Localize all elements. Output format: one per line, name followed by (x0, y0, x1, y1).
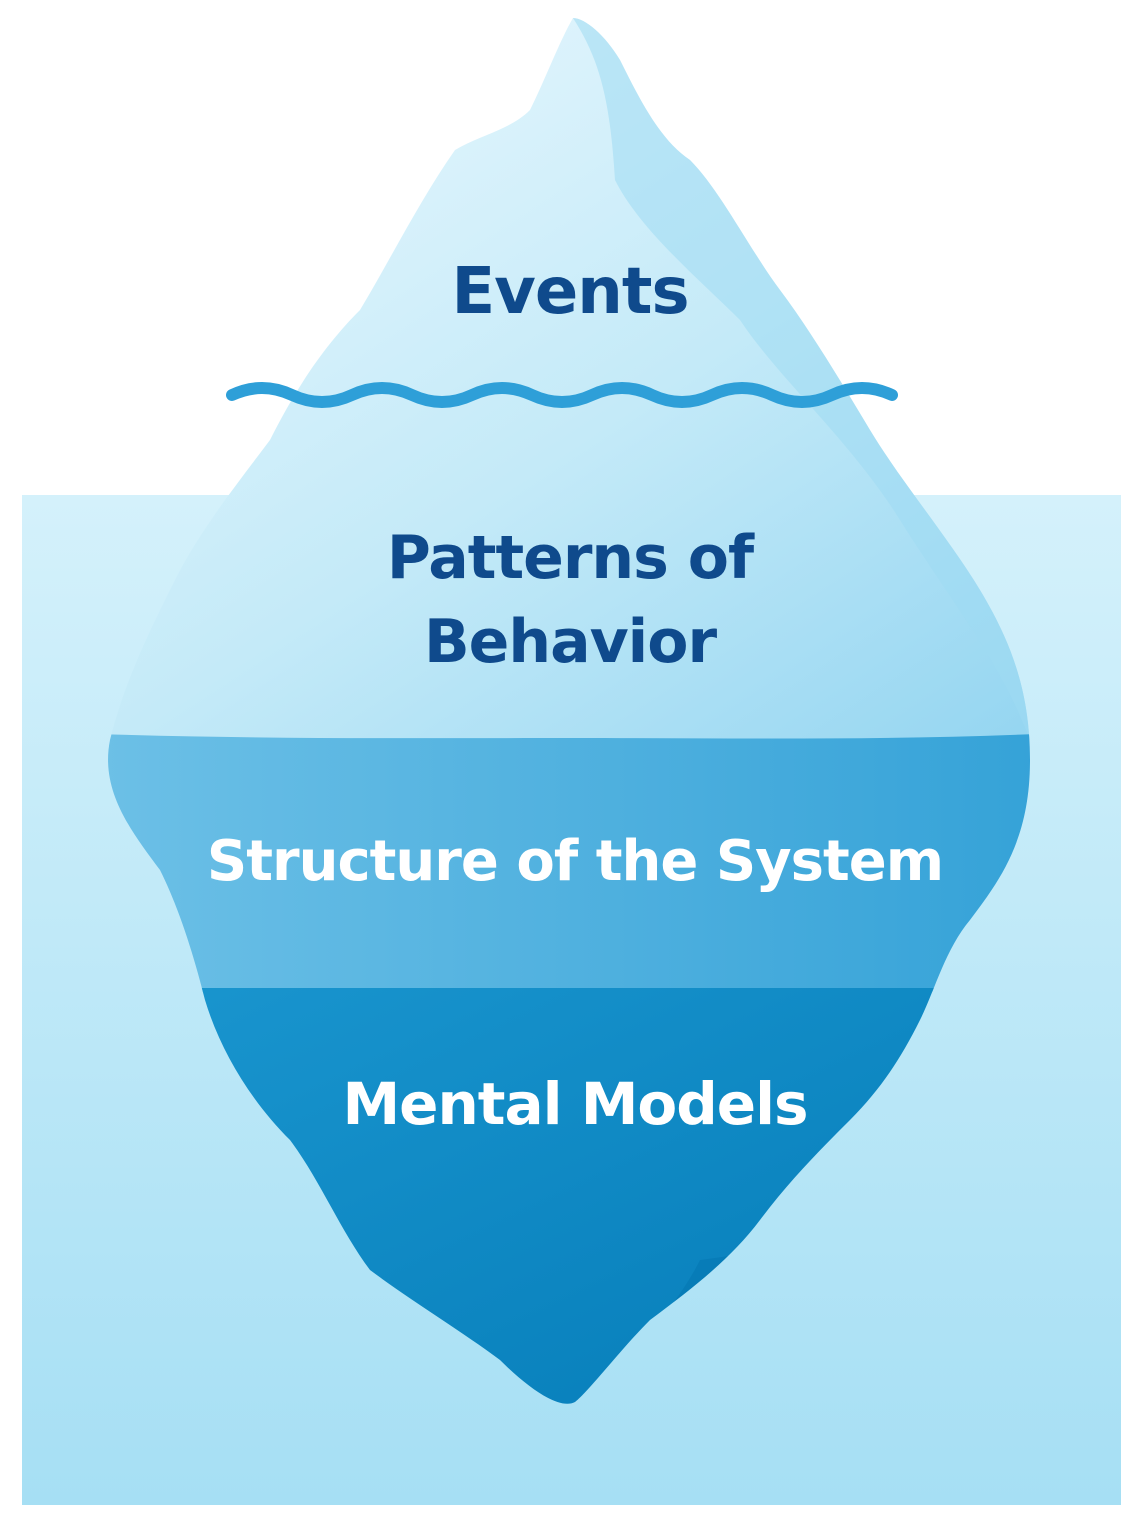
events-label: Events (420, 252, 720, 332)
patterns-of-behavior-line-2: Behavior (423, 607, 717, 677)
structure-of-the-system-label: Structure of the System (180, 822, 970, 902)
events-label-line: Events (451, 255, 689, 329)
waterline-wave (226, 382, 898, 408)
structure-of-the-system-line: Structure of the System (206, 829, 944, 894)
mental-models-line: Mental Models (342, 1070, 808, 1138)
patterns-of-behavior-line-1: Patterns of (386, 523, 754, 593)
mental-models-label: Mental Models (290, 1064, 860, 1144)
structure-band (108, 728, 1031, 992)
patterns-of-behavior-label: Patterns of Behavior (320, 516, 820, 684)
